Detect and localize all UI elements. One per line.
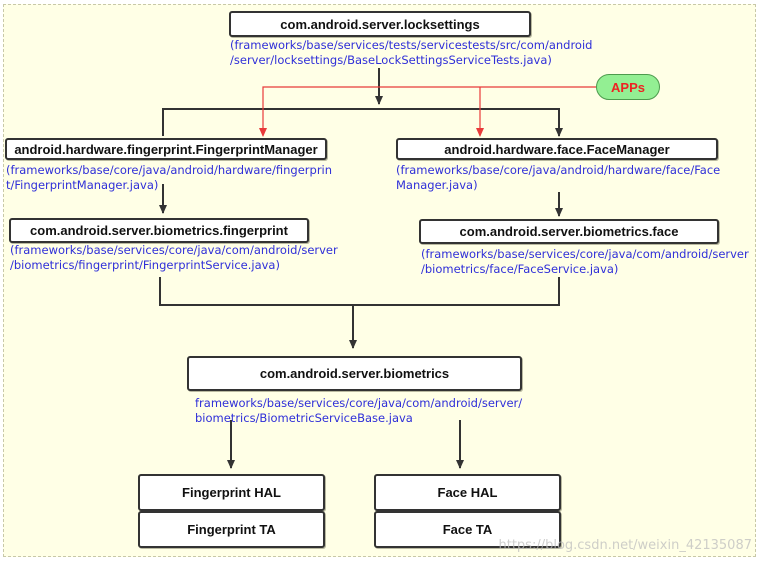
path-locksettings: (frameworks/base/services/tests/services… [230, 38, 592, 68]
node-fingerprint-hal: Fingerprint HAL [138, 474, 325, 511]
node-label: Fingerprint HAL [182, 485, 281, 500]
path-biometrics: frameworks/base/services/core/java/com/a… [195, 396, 522, 426]
node-face-hal: Face HAL [374, 474, 561, 511]
node-fingerprint-ta: Fingerprint TA [138, 511, 325, 548]
path-line: /server/locksettings/BaseLockSettingsSer… [230, 53, 552, 67]
node-label: com.android.server.biometrics [259, 366, 450, 381]
node-label: com.android.server.locksettings [280, 16, 480, 32]
path-line: (frameworks/base/services/tests/services… [230, 38, 593, 52]
path-line: (frameworks/base/core/java/android/hardw… [6, 163, 333, 177]
path-face-manager: (frameworks/base/core/java/android/hardw… [396, 163, 720, 193]
path-line: frameworks/base/services/core/java/com/a… [195, 396, 523, 410]
apps-node: APPs [596, 74, 660, 100]
node-label: Face HAL [437, 485, 498, 500]
node-biometrics: com.android.server.biometrics [187, 356, 522, 391]
path-line: /biometrics/fingerprint/FingerprintServi… [10, 258, 280, 272]
path-line: (frameworks/base/core/java/android/hardw… [396, 163, 721, 177]
apps-label: APPs [611, 79, 645, 95]
node-locksettings: com.android.server.locksettings [229, 11, 531, 37]
node-label: com.android.server.biometrics.face [459, 224, 679, 239]
node-label: com.android.server.biometrics.fingerprin… [30, 223, 288, 238]
edge-apps-branch [259, 86, 596, 137]
node-fingerprint-service: com.android.server.biometrics.fingerprin… [9, 218, 309, 243]
watermark-text: https://blog.csdn.net/weixin_42135087 [498, 538, 752, 553]
node-fingerprint-manager: android.hardware.fingerprint.Fingerprint… [5, 138, 327, 160]
path-line: (frameworks/base/services/core/java/com/… [10, 243, 338, 257]
path-line: Manager.java) [396, 178, 478, 192]
node-label: android.hardware.fingerprint.Fingerprint… [14, 141, 318, 157]
node-label: Fingerprint TA [187, 522, 276, 537]
path-line: t/FingerprintManager.java) [6, 178, 159, 192]
node-face-ta: Face TA [374, 511, 561, 548]
path-line: /biometrics/face/FaceService.java) [421, 262, 619, 276]
node-face-manager: android.hardware.face.FaceManager [396, 138, 718, 160]
edge-branch-line [162, 108, 560, 136]
node-label: android.hardware.face.FaceManager [444, 141, 670, 157]
edge-merge-line [159, 277, 560, 306]
path-line: (frameworks/base/services/core/java/com/… [421, 247, 749, 261]
path-fingerprint-manager: (frameworks/base/core/java/android/hardw… [6, 163, 332, 193]
node-label: Face TA [442, 522, 493, 537]
path-face-service: (frameworks/base/services/core/java/com/… [421, 247, 749, 277]
path-line: biometrics/BiometricServiceBase.java [195, 411, 413, 425]
path-fingerprint-service: (frameworks/base/services/core/java/com/… [10, 243, 338, 273]
node-face-service: com.android.server.biometrics.face [419, 219, 719, 244]
